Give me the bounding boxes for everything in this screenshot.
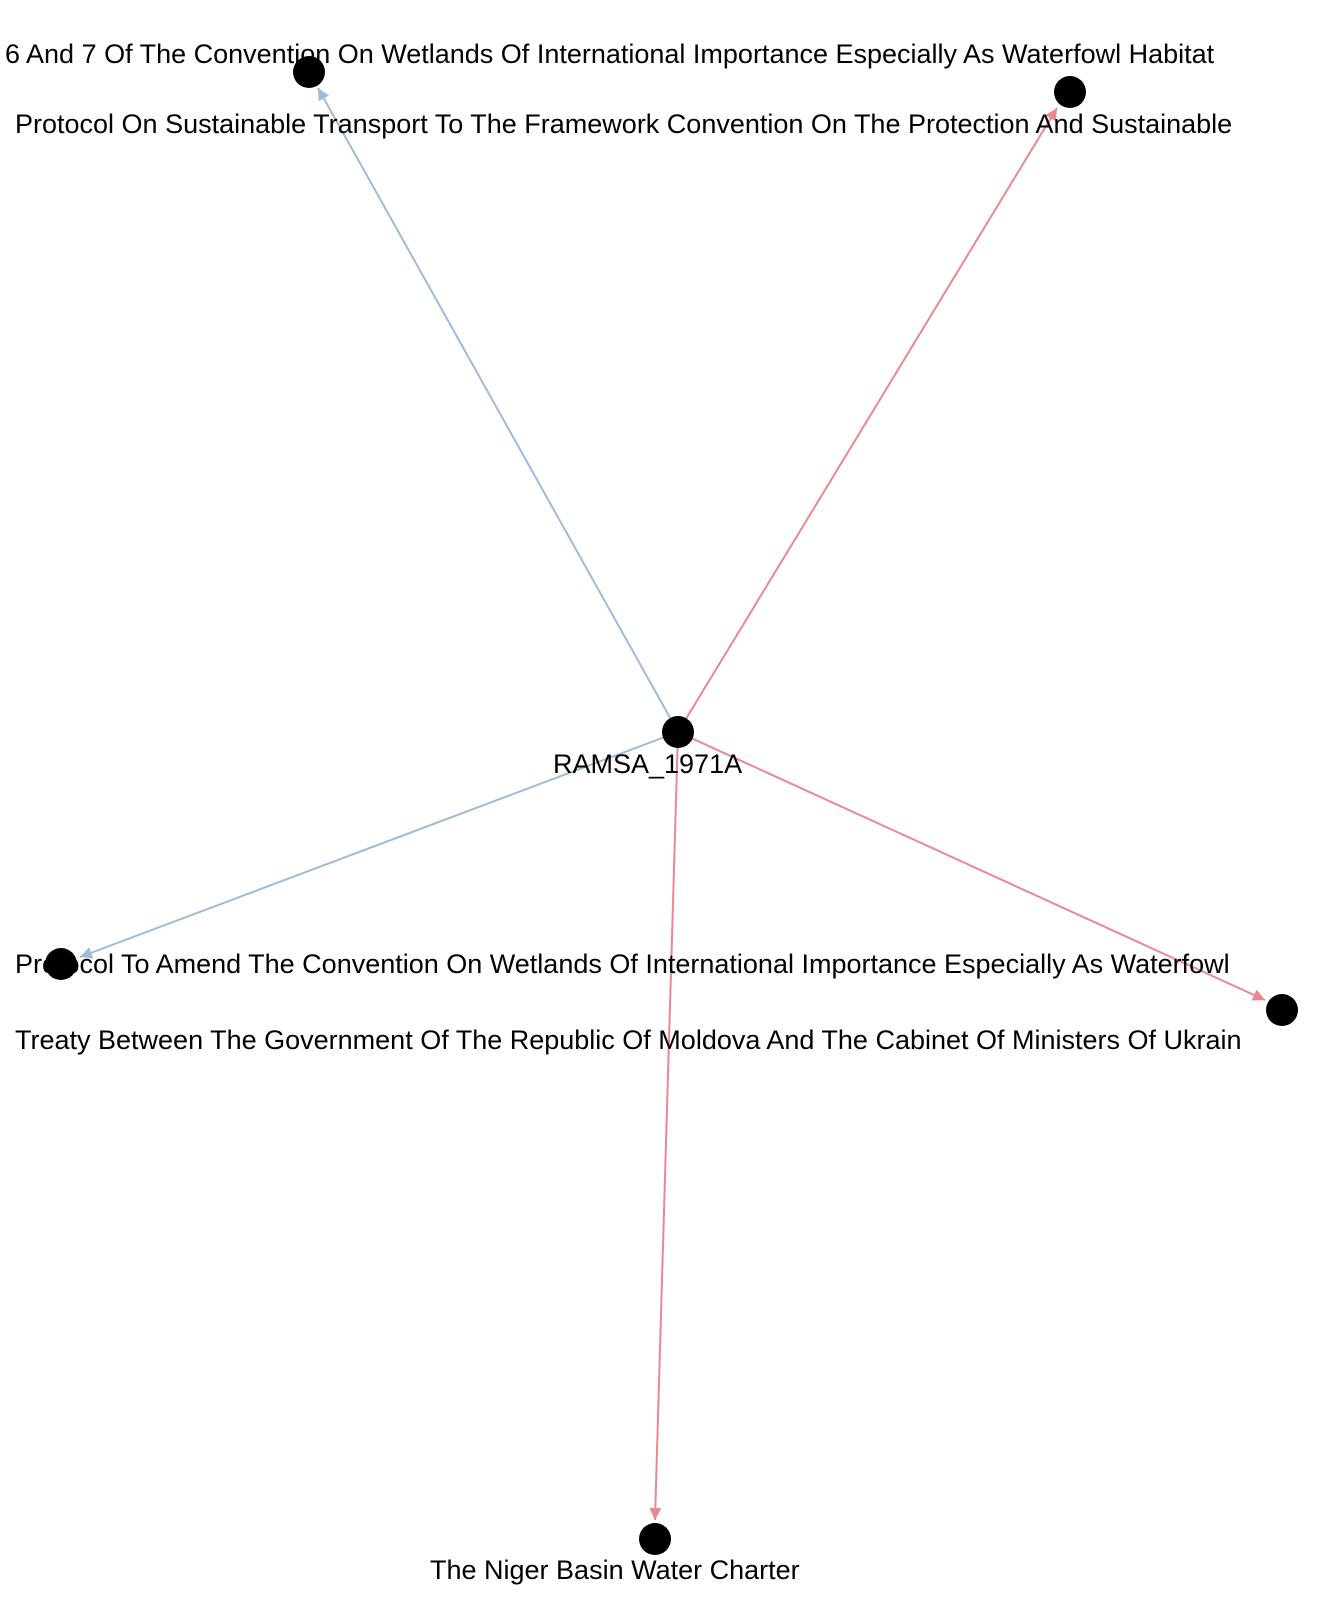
edges-layer [79,87,1266,1521]
node-center-ramsa[interactable] [662,716,694,748]
edge-to-amend-convention-protocol [79,731,679,959]
label-moldova-ukraine-treaty: Treaty Between The Government Of The Rep… [15,1025,1242,1055]
node-amend-articles-6-7[interactable] [293,56,325,88]
node-moldova-ukraine-treaty[interactable] [1266,994,1298,1026]
node-niger-basin-charter[interactable] [639,1523,671,1555]
label-amend-convention-protocol: Protocol To Amend The Convention On Wetl… [15,949,1230,979]
edge-to-amend-articles-6-7 [317,87,679,733]
label-niger-basin-charter: The Niger Basin Water Charter [430,1555,800,1585]
label-center-ramsa: RAMSA_1971A [553,749,742,779]
label-alpine-transport-protocol: Protocol On Sustainable Transport To The… [15,109,1232,139]
node-amend-convention-protocol[interactable] [45,948,77,980]
nodes-layer [45,56,1298,1555]
labels-layer: RAMSA_1971A 6 And 7 Of The Convention On… [5,39,1242,1585]
edge-to-moldova-ukraine-treaty [677,731,1266,1001]
label-amend-articles-6-7: 6 And 7 Of The Convention On Wetlands Of… [5,39,1215,69]
edge-to-alpine-transport-protocol [677,107,1058,733]
edge-to-niger-basin-charter [649,731,679,1521]
node-alpine-transport-protocol[interactable] [1054,76,1086,108]
